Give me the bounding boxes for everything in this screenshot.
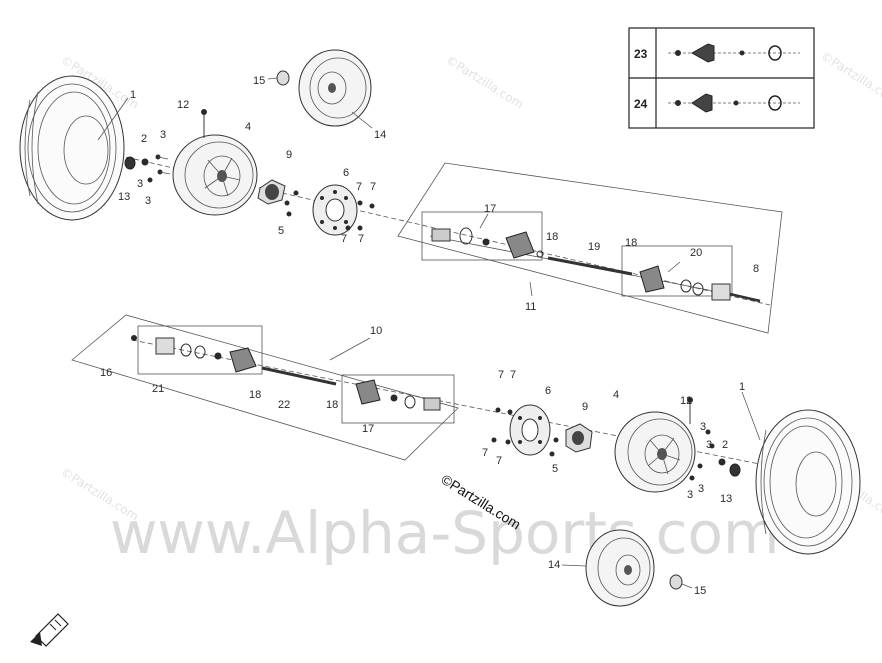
bottom-callout-cap: 15 — [694, 585, 706, 597]
top-callouts: 1 2 3 3 3 13 12 4 9 5 6 7 7 7 7 15 14 17… — [97, 75, 759, 313]
bottom-cap — [669, 574, 683, 590]
top-washer — [124, 156, 136, 170]
faint-watermark-3: ©Partzilla.com — [818, 49, 882, 108]
bottom-spare-rim — [585, 529, 655, 607]
top-callout-bolt-5: 5 — [278, 225, 284, 237]
top-hub — [257, 179, 286, 205]
top-callout-boot-kit: 17 — [484, 203, 496, 215]
bottom-callout-bolt-5: 5 — [552, 463, 558, 475]
bottom-callout-shaft: 22 — [278, 399, 290, 411]
top-callout-stud-b: 7 — [370, 181, 376, 193]
top-callout-tire: 1 — [130, 89, 136, 101]
bottom-tire — [755, 409, 861, 555]
top-callout-spare-rim: 14 — [374, 129, 386, 141]
bottom-callout-boot-kit: 17 — [362, 423, 374, 435]
bottom-callout-boot-kit-21: 21 — [152, 383, 164, 395]
top-callout-cap: 15 — [253, 75, 265, 87]
top-callout-nut: 8 — [753, 263, 759, 275]
bottom-callout-bolt-a: 3 — [700, 421, 706, 433]
top-callout-hub: 9 — [286, 149, 292, 161]
bottom-callout-stud-d: 7 — [496, 455, 502, 467]
bottom-callout-bolt-d: 3 — [698, 483, 704, 495]
bottom-callout-washer: 13 — [720, 493, 732, 505]
bottom-callout-spare-rim: 14 — [548, 559, 560, 571]
top-callout-shaft: 19 — [588, 241, 600, 253]
bottom-callout-end: 16 — [100, 367, 112, 379]
top-shaft-assembly-box — [397, 162, 783, 334]
bottom-callout-valve: 12 — [680, 395, 692, 407]
top-callout-bolt-b: 3 — [137, 178, 143, 190]
faint-watermark-2: ©Partzilla.com — [443, 53, 526, 112]
top-callout-clip-b: 18 — [625, 237, 637, 249]
top-callout-shaft-assy: 11 — [525, 301, 536, 313]
bottom-callout-tire: 1 — [739, 381, 745, 393]
top-callout-clip-a: 18 — [546, 231, 558, 243]
top-callout-rim: 4 — [245, 121, 251, 133]
top-bolt-c-icon — [147, 177, 153, 183]
bottom-callout-stud-a: 7 — [498, 369, 504, 381]
bottom-hub — [565, 423, 593, 453]
bottom-callout-shaft-assy: 10 — [370, 325, 382, 337]
bottom-callout-clip-a: 18 — [249, 389, 261, 401]
site-watermark: www.Alpha-Sports.com — [110, 499, 780, 567]
legend-row-24-number: 24 — [634, 97, 648, 111]
bottom-callout-hub: 9 — [582, 401, 588, 413]
top-callout-bolt-a: 3 — [160, 129, 166, 141]
bottom-callouts: 10 16 21 18 22 18 17 7 7 7 7 6 9 5 4 12 … — [100, 325, 761, 597]
bottom-callout-bolt-c: 3 — [687, 489, 693, 501]
bottom-callout-stud-c: 7 — [482, 447, 488, 459]
top-callout-bolt-c: 3 — [145, 195, 151, 207]
bottom-brake-disc — [509, 404, 551, 456]
top-callout-valve: 12 — [177, 99, 189, 111]
top-callout-stud-c: 7 — [341, 233, 347, 245]
legend-23-boot-kit-icon — [668, 43, 800, 63]
top-callout-spacer: 2 — [141, 133, 147, 145]
top-callout-disc: 6 — [343, 167, 349, 179]
legend-24-boot-kit-icon — [668, 93, 800, 113]
bottom-callout-spacer: 2 — [722, 439, 728, 451]
front-direction-arrow-icon — [30, 613, 69, 647]
bottom-rim — [614, 411, 696, 493]
top-callout-washer: 13 — [118, 191, 130, 203]
top-callout-stud-a: 7 — [356, 181, 362, 193]
top-callout-stud-d: 7 — [358, 233, 364, 245]
top-cap — [276, 70, 290, 86]
bottom-callout-disc: 6 — [545, 385, 551, 397]
top-spare-rim — [298, 49, 372, 127]
bottom-callout-rim: 4 — [613, 389, 619, 401]
top-spacer — [141, 158, 149, 166]
bottom-shaft-assembly-box — [71, 314, 459, 461]
bottom-callout-bolt-b: 3 — [706, 439, 712, 451]
bottom-washer — [729, 463, 741, 477]
bottom-callout-stud-b: 7 — [510, 369, 516, 381]
top-callout-boot-kit-20: 20 — [690, 247, 702, 259]
top-tire — [19, 75, 125, 221]
legend-box: 23 24 — [628, 27, 815, 129]
top-brake-disc — [312, 184, 358, 236]
faint-watermark-4: ©Partzilla.com — [58, 465, 141, 524]
legend-row-23-number: 23 — [634, 47, 648, 61]
bottom-callout-clip-b: 18 — [326, 399, 338, 411]
top-rim — [172, 134, 258, 216]
